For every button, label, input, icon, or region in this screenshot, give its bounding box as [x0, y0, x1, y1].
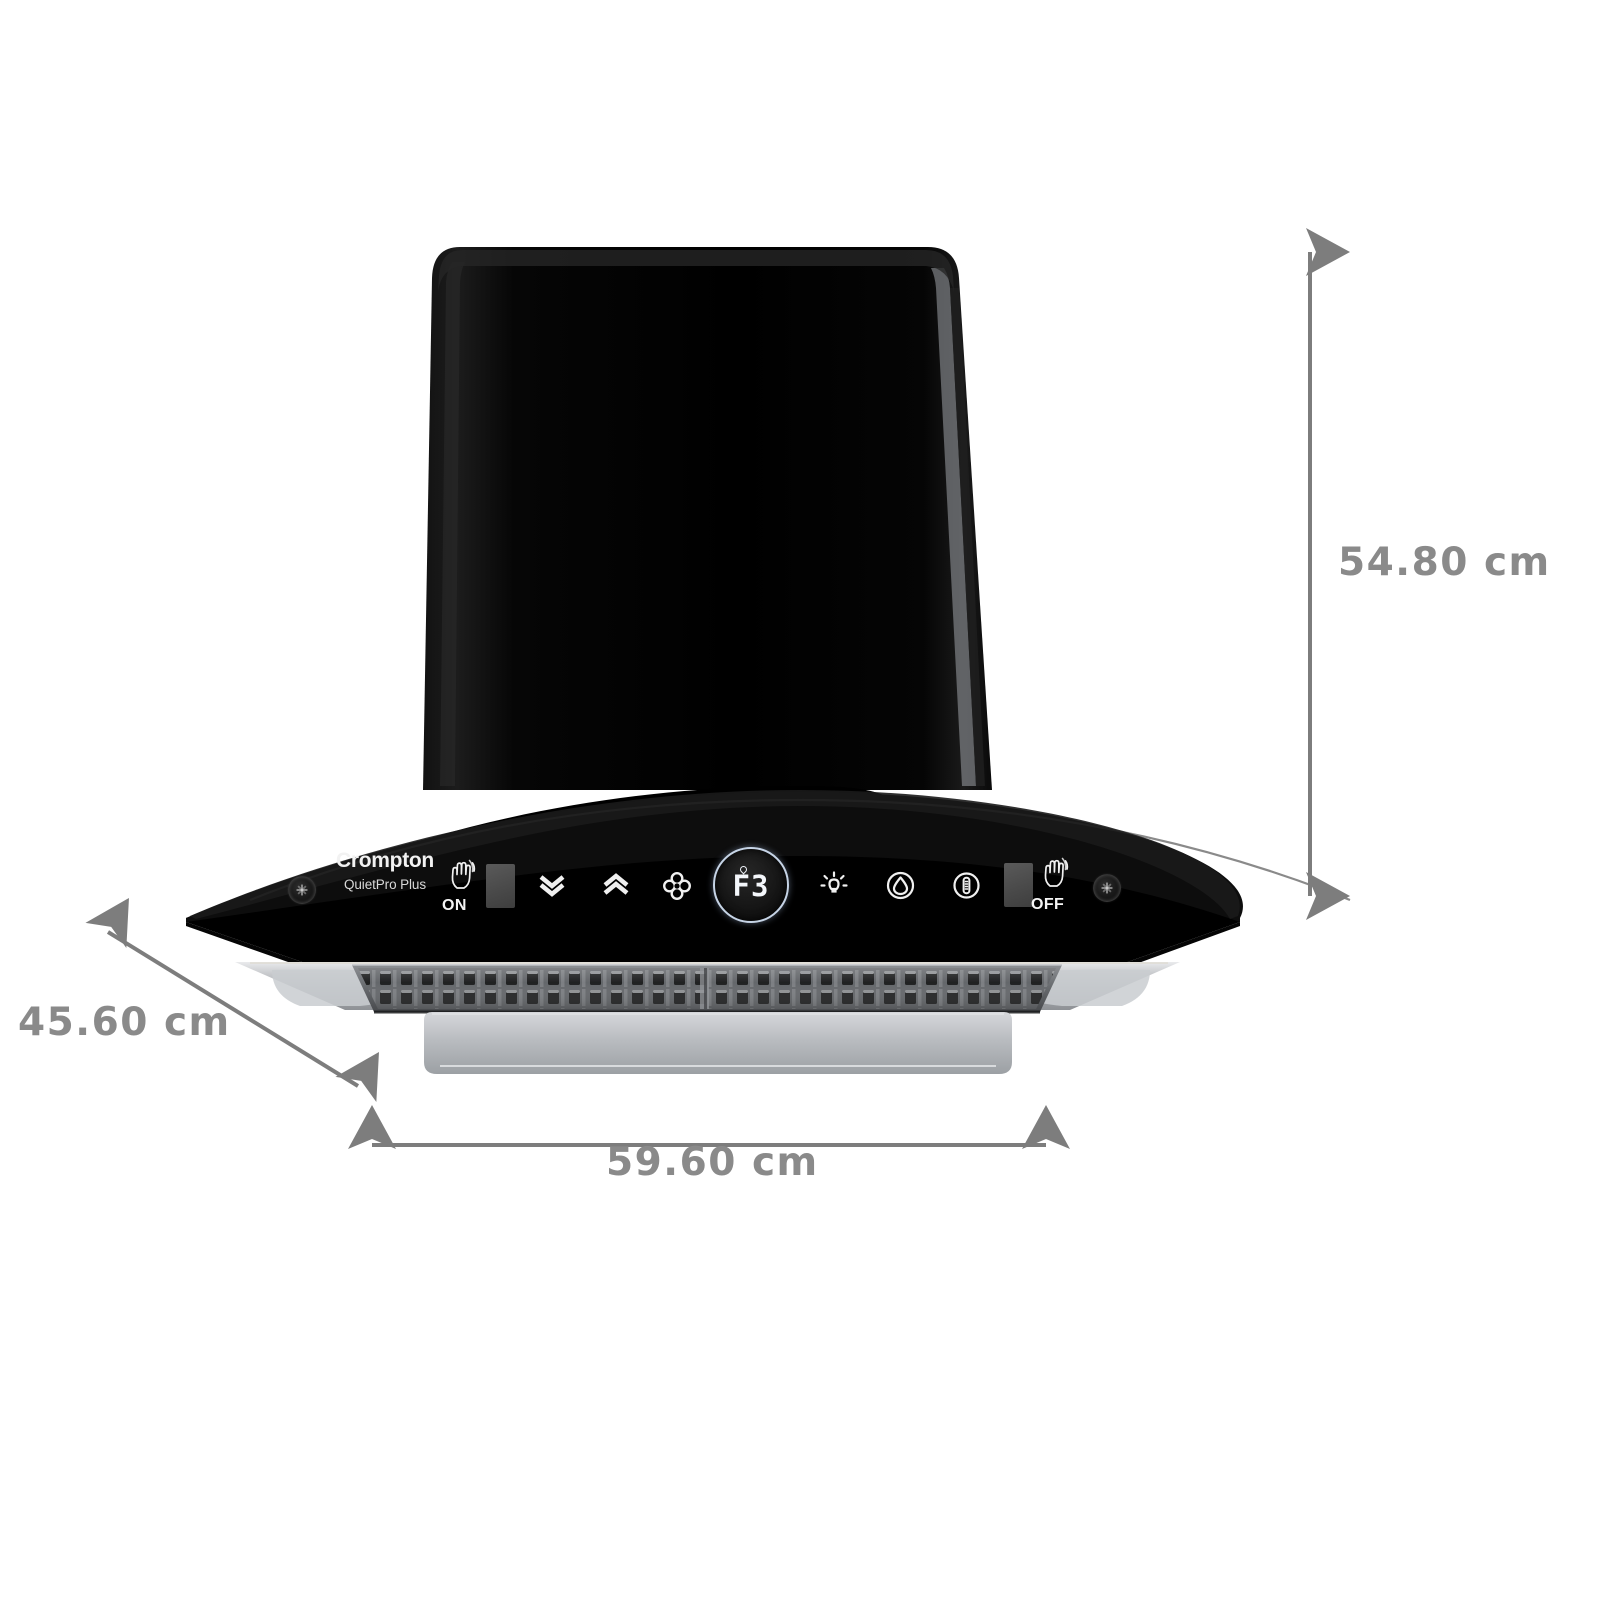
display-value: F3	[732, 869, 770, 903]
product-outline-halo	[159, 232, 1259, 1089]
speed-down-chevron-icon[interactable]	[536, 873, 568, 899]
lamp-left-icon	[288, 876, 316, 904]
motion-sensor-pad-off	[1004, 863, 1033, 907]
brand-sub-line: QuietPro Plus	[344, 877, 426, 892]
chimney-duct	[423, 247, 992, 790]
brand-mark: Crompton QuietPro Plus	[325, 850, 445, 892]
fan-clover-icon[interactable]	[662, 871, 692, 901]
motion-sensor-pad-on	[486, 864, 515, 908]
hand-gesture-on-icon[interactable]	[448, 857, 478, 889]
digital-display: F3	[713, 847, 789, 923]
control-panel[interactable]: Crompton QuietPro Plus ON	[270, 845, 1140, 945]
gesture-on-label: ON	[442, 897, 467, 914]
height-dimension-label: 54.80 cm	[1338, 540, 1551, 585]
lamp-right-icon	[1093, 874, 1121, 902]
brand-name: Crompton	[336, 849, 434, 872]
light-bulb-icon[interactable]	[820, 871, 848, 901]
depth-dimension-label: 45.60 cm	[18, 1000, 231, 1045]
width-dimension-label: 59.60 cm	[606, 1140, 819, 1185]
speed-up-chevron-icon[interactable]	[600, 872, 632, 898]
baffle-filter-mesh	[352, 964, 1062, 1014]
gesture-off-label: OFF	[1031, 896, 1065, 913]
filter-timer-icon[interactable]	[952, 871, 981, 900]
hand-gesture-off-icon[interactable]	[1041, 855, 1071, 887]
auto-clean-droplet-icon[interactable]	[885, 870, 916, 901]
oil-collector-tray	[424, 1012, 1012, 1074]
